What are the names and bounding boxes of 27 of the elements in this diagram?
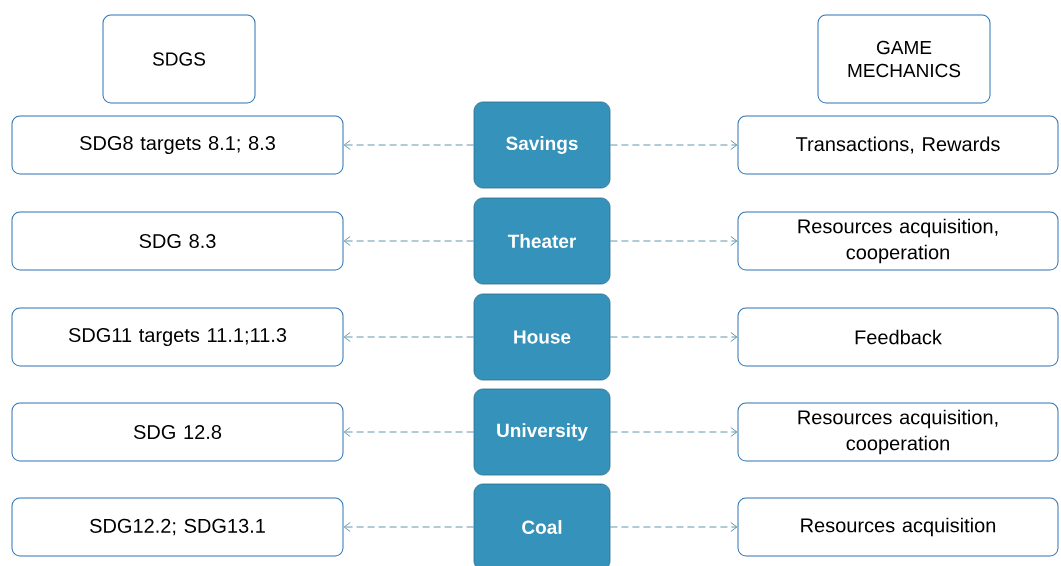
text-box: Resources acquisition, cooperation <box>737 402 1059 462</box>
arrow <box>610 236 738 246</box>
text-box: SDG 8.3 <box>11 211 344 271</box>
text-box: SDG12.2; SDG13.1 <box>11 497 344 557</box>
arrow <box>610 140 738 150</box>
arrow <box>343 236 474 246</box>
text-box: SDG 12.8 <box>11 402 344 462</box>
text-box: SDG8 targets 8.1; 8.3 <box>11 115 344 175</box>
arrow <box>610 427 738 437</box>
category-box: University <box>473 388 611 476</box>
category-box: House <box>473 293 611 381</box>
column-heading-box: SDGS <box>102 14 256 104</box>
text-box: SDG11 targets 11.1;11.3 <box>11 307 344 367</box>
arrow <box>610 332 738 342</box>
arrow <box>343 522 474 532</box>
text-box: Feedback <box>737 307 1059 367</box>
arrow <box>343 332 474 342</box>
text-box: Resources acquisition, cooperation <box>737 211 1059 271</box>
column-heading-box: GAME MECHANICS <box>817 14 991 104</box>
category-box: Coal <box>473 483 611 566</box>
arrow <box>343 140 474 150</box>
arrow <box>610 522 738 532</box>
arrow <box>343 427 474 437</box>
text-box: Resources acquisition <box>737 497 1059 557</box>
category-box: Theater <box>473 197 611 285</box>
text-box: Transactions, Rewards <box>737 115 1059 175</box>
category-box: Savings <box>473 101 611 189</box>
